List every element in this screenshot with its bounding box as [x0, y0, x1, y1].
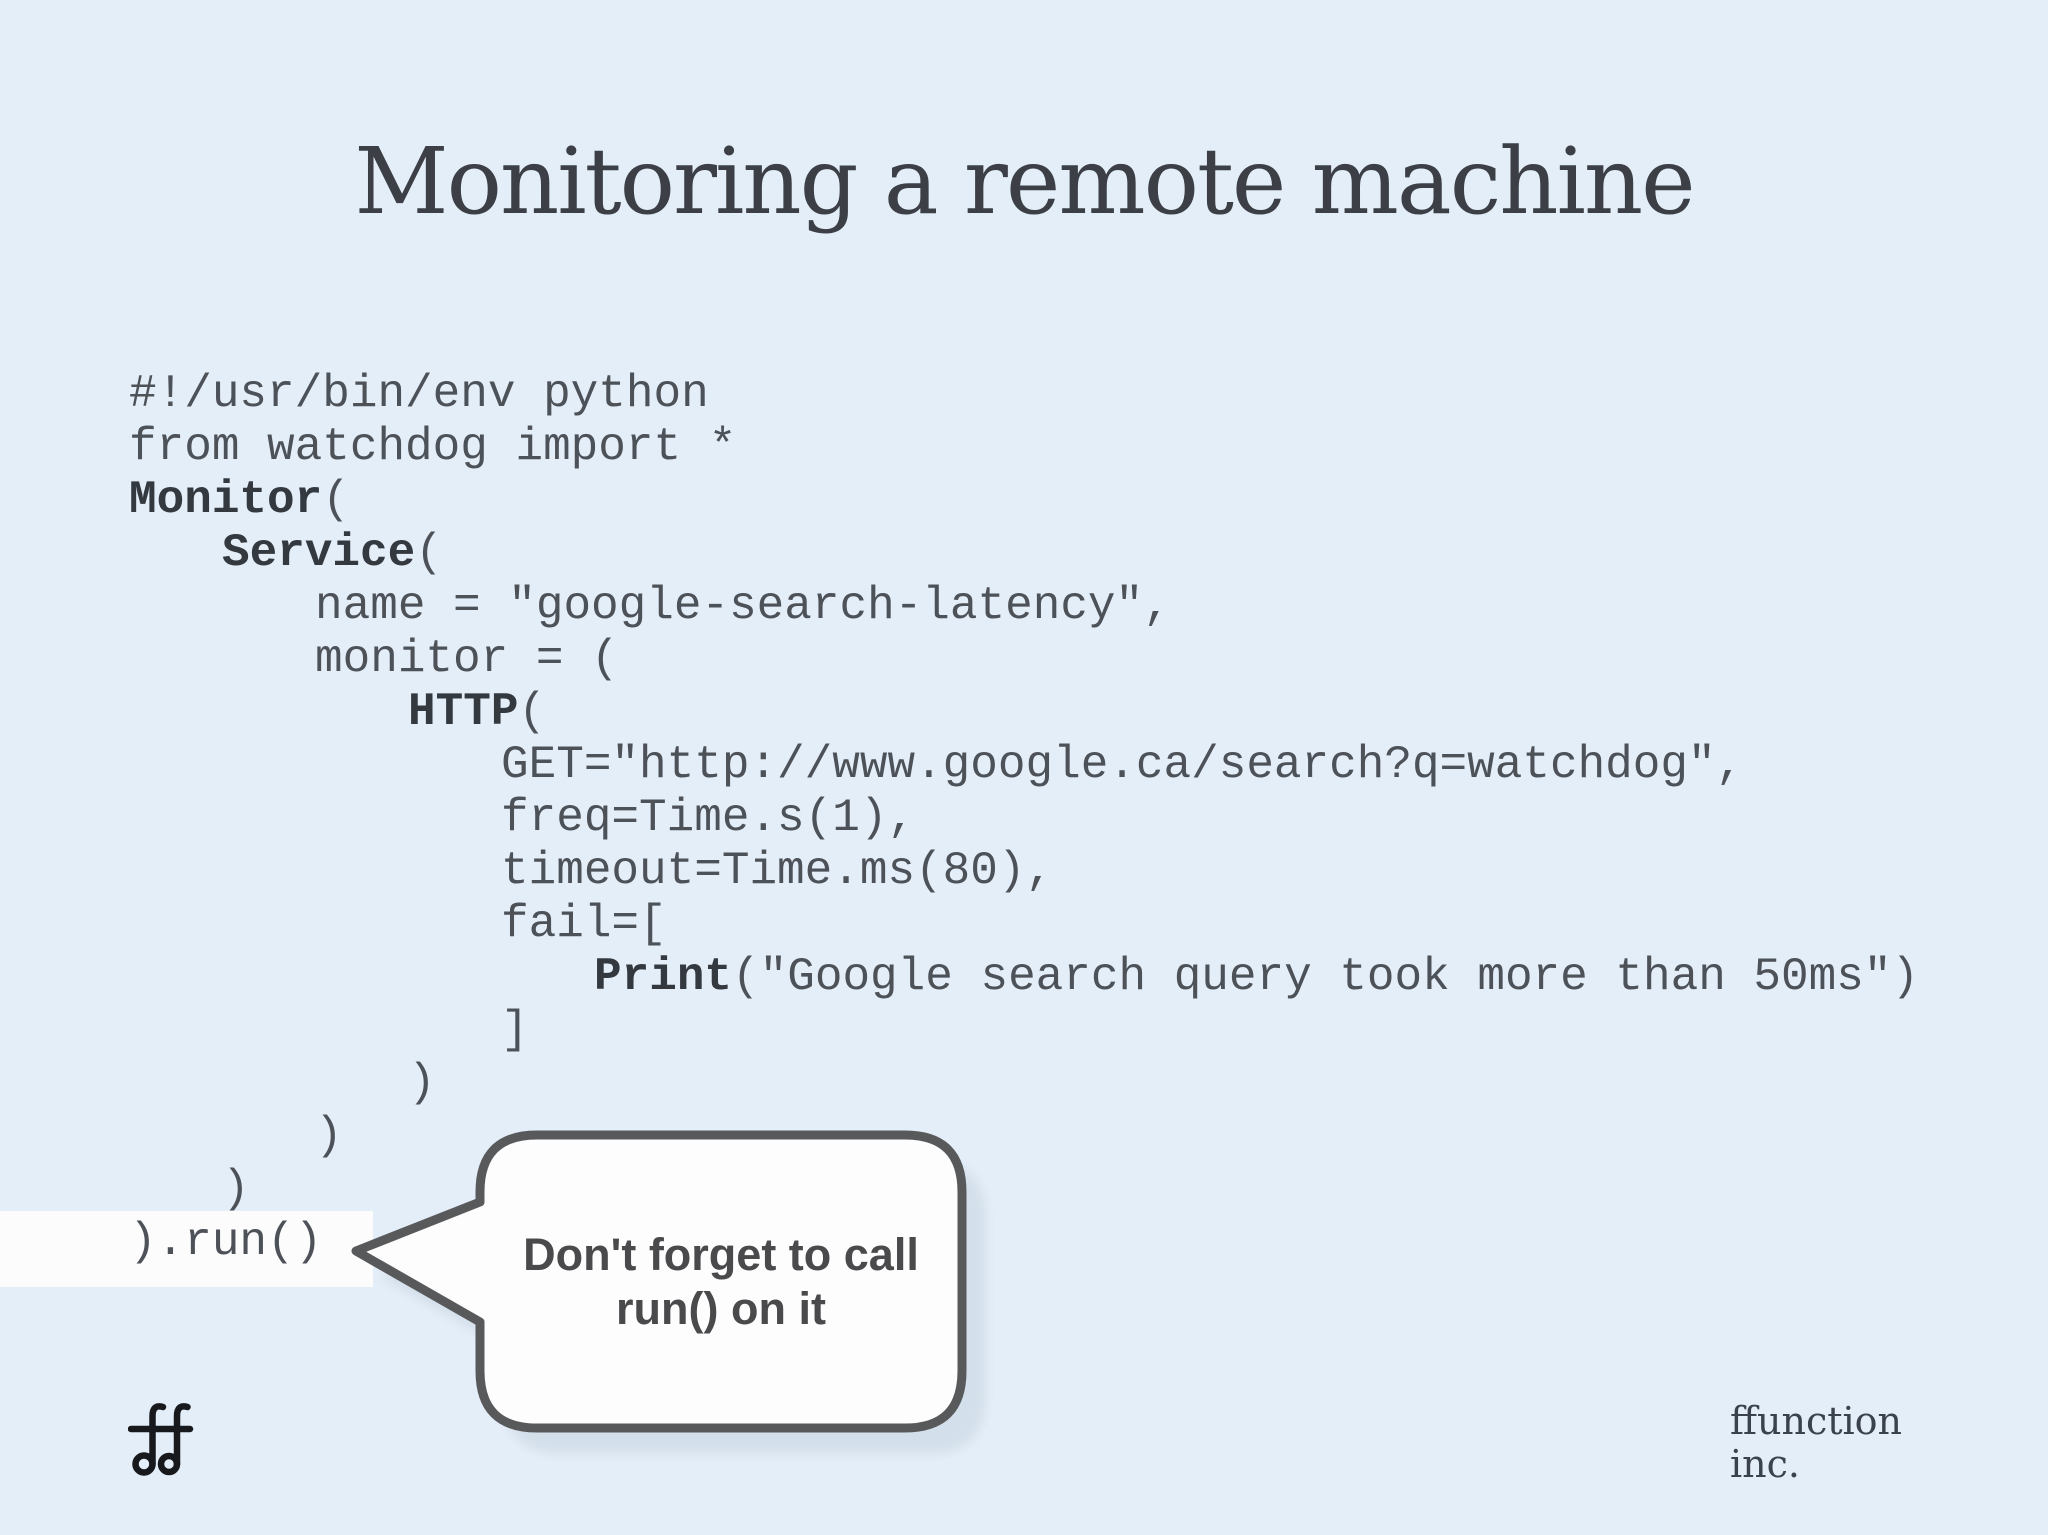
ffunction-logo-icon	[128, 1403, 194, 1476]
slide-title: Monitoring a remote machine	[354, 128, 1695, 235]
code-line: from watchdog import *	[129, 421, 737, 473]
callout-line-1: Don't forget to call	[523, 1229, 919, 1280]
company-name-line-1: ffunction	[1730, 1399, 1903, 1443]
code-line: GET="http://www.google.ca/search?q=watch…	[129, 739, 1744, 791]
highlight-band	[0, 1211, 373, 1287]
code-line: )	[129, 1057, 436, 1109]
callout-text: Don't forget to call run() on it	[480, 1228, 962, 1336]
code-line: #!/usr/bin/env python	[129, 368, 709, 420]
code-line: HTTP(	[408, 686, 547, 738]
code-line: fail=[	[129, 898, 667, 950]
code-line: Monitor(	[129, 474, 350, 526]
company-name-line-2: inc.	[1730, 1442, 1800, 1486]
code-line: )	[129, 1110, 343, 1162]
code-line: ).run()	[129, 1216, 323, 1268]
code-line: monitor = (	[129, 633, 619, 685]
company-name: ffunction inc.	[1730, 1400, 1902, 1486]
code-line: Print("Google search query took more tha…	[594, 951, 1920, 1003]
code-line: name = "google-search-latency",	[129, 580, 1171, 632]
callout-line-2: run() on it	[616, 1283, 826, 1334]
code-line: )	[129, 1163, 250, 1215]
code-line: Service(	[222, 527, 443, 579]
code-line: timeout=Time.ms(80),	[129, 845, 1054, 897]
code-line: ]	[129, 1004, 529, 1056]
code-line: freq=Time.s(1),	[129, 792, 916, 844]
